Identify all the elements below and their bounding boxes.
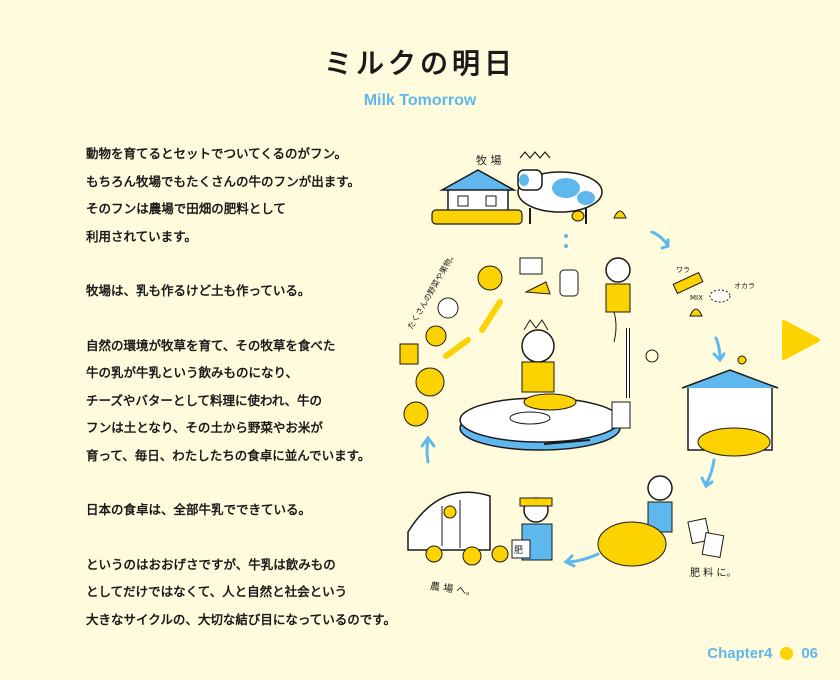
text-line: 牛の乳が牛乳という飲みものになり、 (86, 365, 299, 380)
text-line: フンは土となり、その土から野菜やお米が (86, 420, 323, 435)
page-title: ミルクの明日 (323, 47, 516, 80)
cycle-arrows (420, 230, 726, 568)
text-line: 大きなサイクルの、大切な結び目になっているのです。 (86, 611, 397, 627)
text-line: 牧場は、乳も作るけど土も作っている。 (86, 283, 311, 298)
separator-dot-icon (780, 647, 794, 660)
text-line: もちろん牧場でもたくさんの牛のフンが出ます。 (86, 173, 361, 189)
text-line: 自然の環境が牧草を育て、その牧草を食べた (86, 337, 336, 353)
milk-person (605, 257, 631, 398)
text-line: チーズやバターとして料理に使われ、牛の (86, 392, 323, 408)
page-subtitle: Milk Tomorrow (363, 92, 477, 109)
next-page-button[interactable] (778, 318, 822, 362)
chapter-label: Chapter4 (707, 645, 773, 662)
okara-label: オカラ (734, 282, 755, 290)
paragraph: 牧場は、乳も作るけど土も作っている。 (86, 277, 426, 305)
text-line: というのはおおげさですが、牛乳は飲みもの (86, 556, 336, 572)
text-line: 利用されています。 (86, 228, 197, 244)
paragraph: 自然の環境が牧草を育て、その牧草を食べた 牛の乳が牛乳という飲みものになり、 チ… (86, 332, 426, 470)
text-line: 日本の食卓は、全部牛乳でできている。 (86, 502, 312, 517)
field-scene: 肥 農 場 へ。 (407, 491, 553, 599)
dining-table (459, 319, 631, 451)
fertilizer-label: 肥 料 に。 (690, 566, 736, 579)
page-number: 06 (801, 645, 818, 662)
to-field-label: 農 場 へ。 (429, 579, 477, 598)
bag-label: 肥 (514, 545, 523, 556)
compost-shed (645, 349, 779, 457)
text-line: としてだけではなくて、人と自然と社会という (86, 584, 348, 599)
text-line: 動物を育てるとセットでついてくるのがフン。 (86, 146, 348, 161)
vegetables-label: たくさんの野菜や果物。 (405, 250, 458, 331)
text-line: 育って、毎日、わたしたちの食卓に並んでいます。 (86, 447, 371, 463)
milk-cycle-illustration: 牧 場 ワラ MIX オカラ (399, 151, 779, 599)
feed-mix: ワラ MIX オカラ (672, 266, 755, 317)
page-footer: Chapter4 06 (707, 645, 818, 662)
paragraph: 動物を育てるとセットでついてくるのがフン。 もちろん牧場でもたくさんの牛のフンが… (86, 140, 426, 250)
farm-scene: 牧 場 (431, 151, 627, 248)
straw-label: ワラ (676, 266, 690, 274)
fertilizer-worker: 肥 料 に。 (597, 475, 736, 579)
play-triangle-icon (782, 320, 820, 360)
mix-label: MIX (690, 294, 703, 302)
body-text: 動物を育てるとセットでついてくるのがフン。 もちろん牧場でもたくさんの牛のフンが… (86, 140, 426, 660)
paragraph: 日本の食卓は、全部牛乳でできている。 (86, 496, 426, 524)
farm-label: 牧 場 (476, 153, 502, 167)
text-line: そのフンは農場で田畑の肥料として (86, 201, 286, 216)
paragraph: というのはおおげさですが、牛乳は飲みもの としてだけではなくて、人と自然と社会と… (86, 551, 426, 634)
